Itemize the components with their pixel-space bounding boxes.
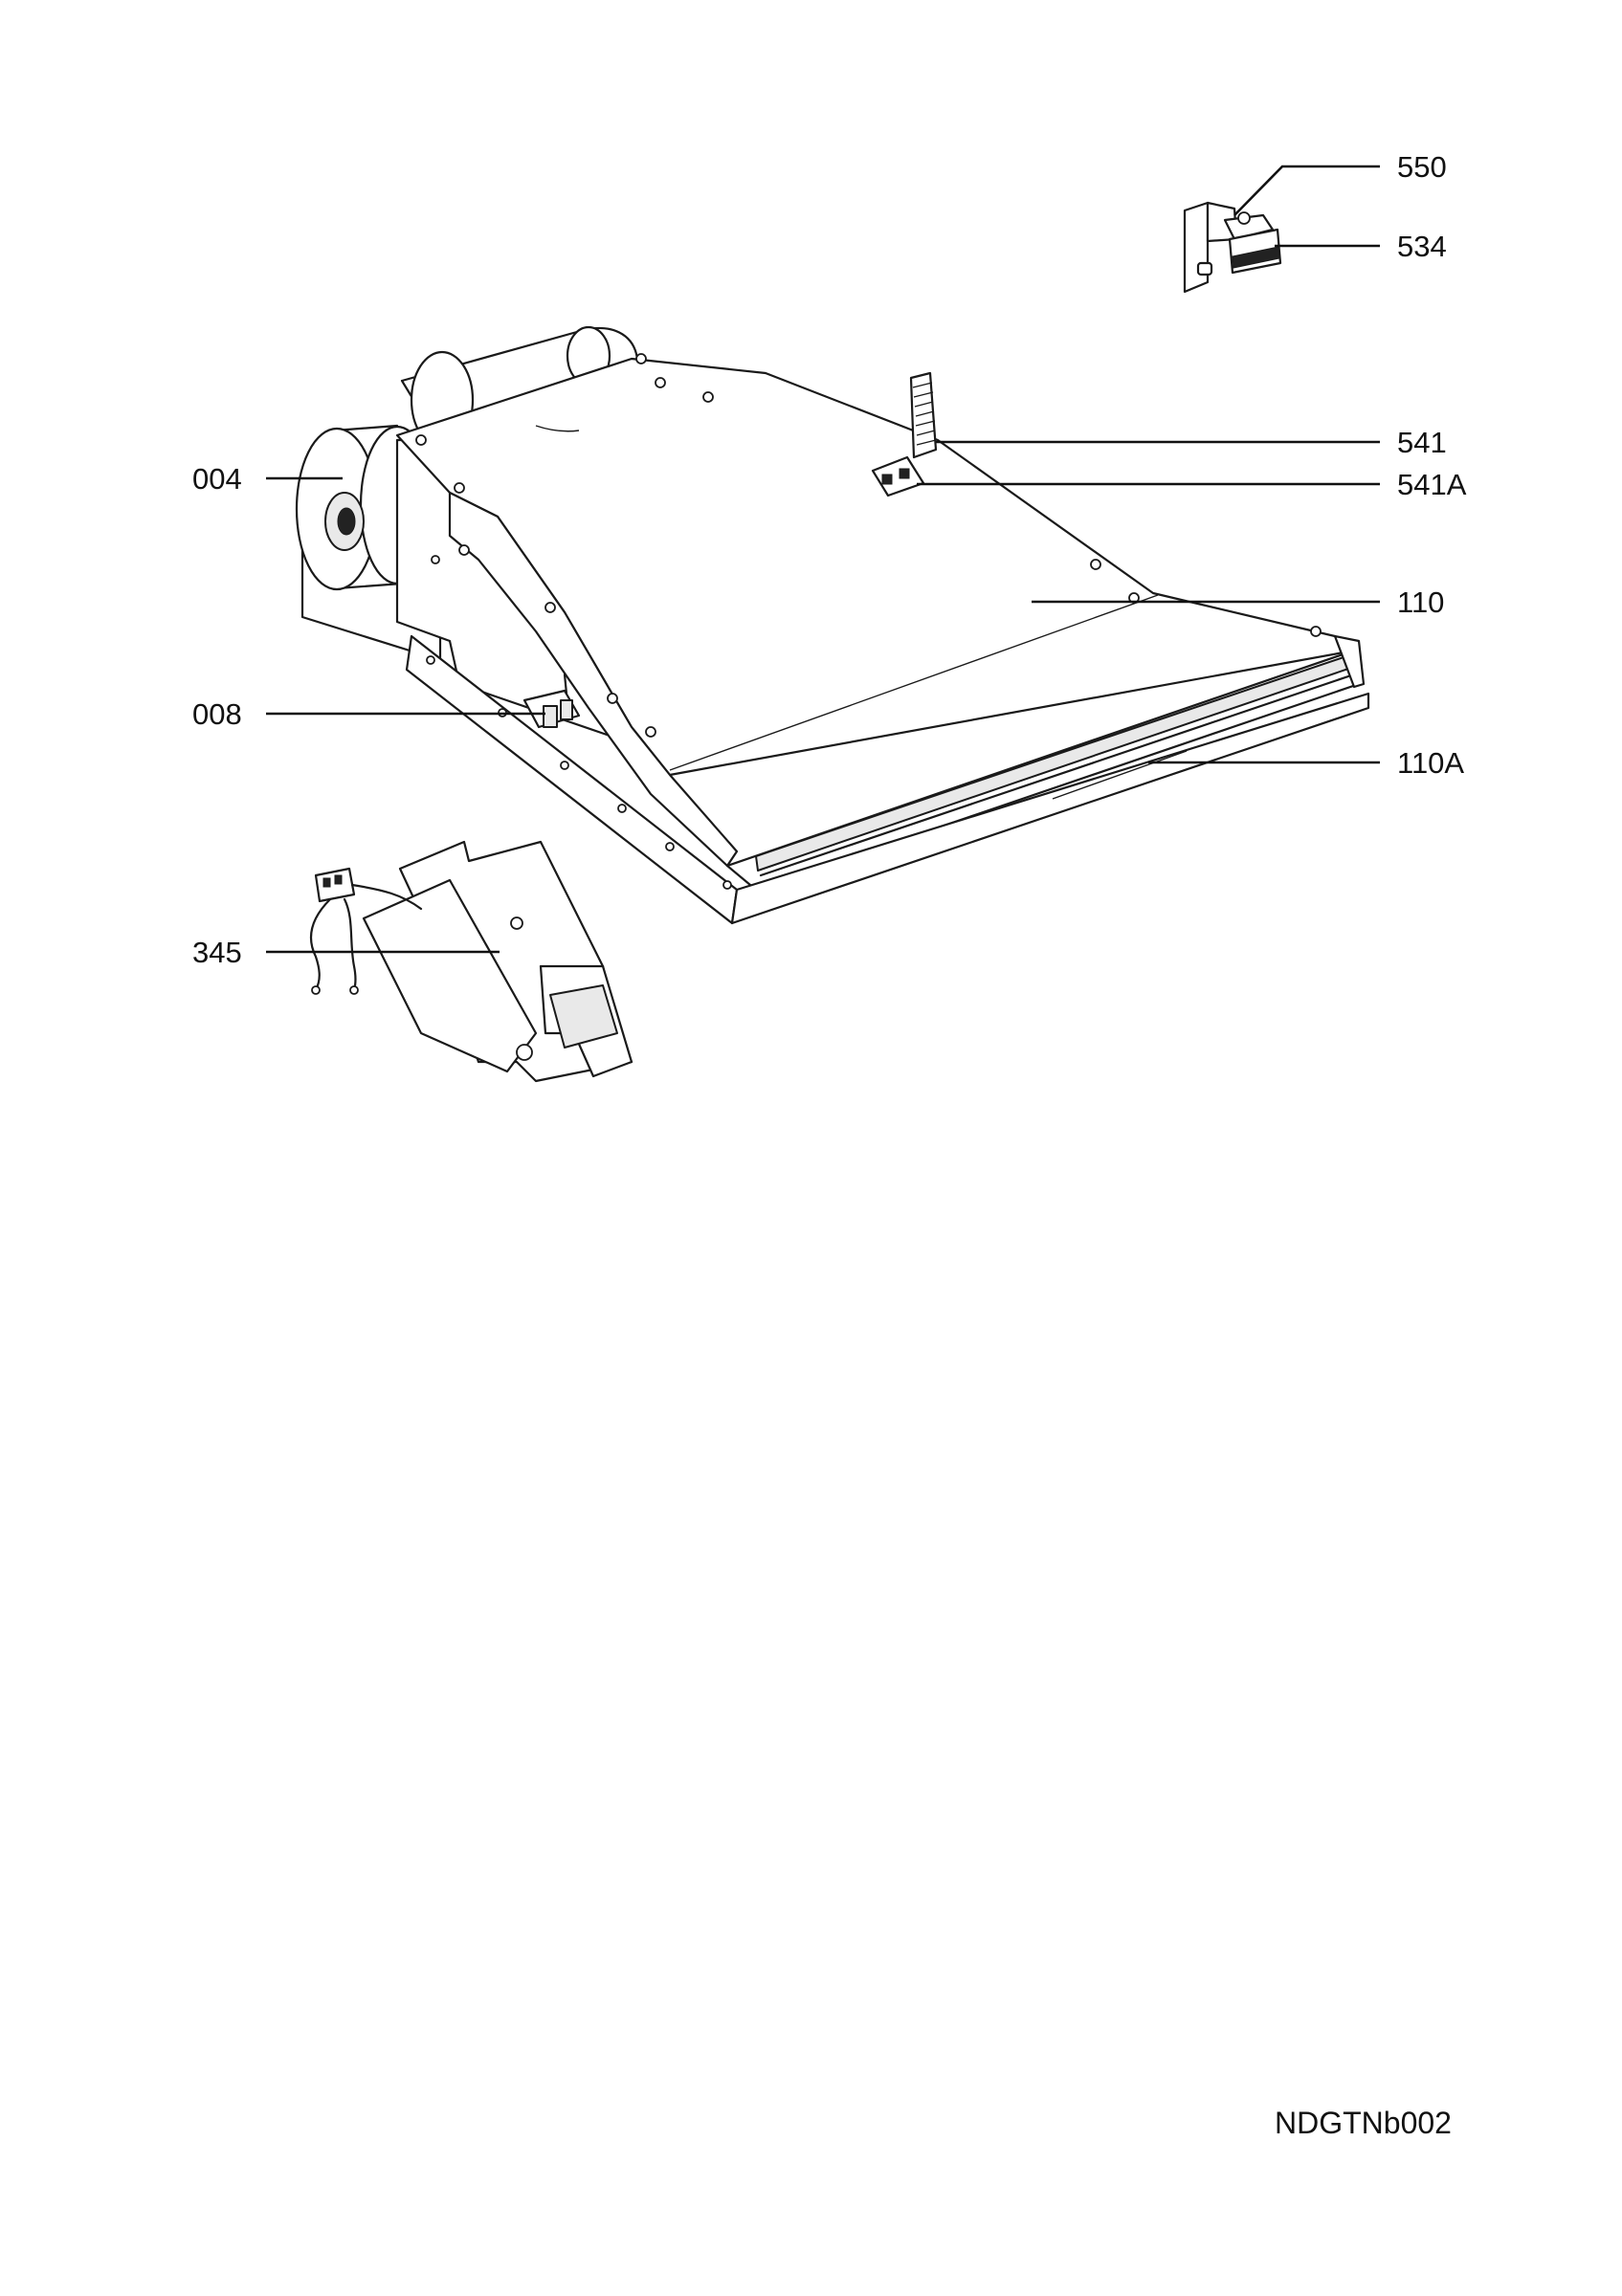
clip-541 <box>871 371 938 497</box>
callout-534: 534 <box>1397 230 1447 263</box>
leader-550 <box>1233 165 1380 216</box>
bracket-550-534 <box>1183 201 1282 294</box>
callout-345: 345 <box>192 936 242 969</box>
callout-541: 541 <box>1397 426 1447 459</box>
housing-assembly <box>295 325 1370 925</box>
callout-110: 110 <box>1397 585 1445 619</box>
callout-550: 550 <box>1397 150 1447 184</box>
callout-004: 004 <box>192 462 242 496</box>
document-code: NDGTNb002 <box>1275 2106 1452 2140</box>
callout-110A: 110A <box>1397 746 1465 780</box>
callout-541A: 541A <box>1397 468 1467 501</box>
switch-008 <box>522 673 581 729</box>
callout-008: 008 <box>192 697 242 731</box>
leader-lines <box>266 165 1380 954</box>
element-345 <box>309 840 633 1083</box>
